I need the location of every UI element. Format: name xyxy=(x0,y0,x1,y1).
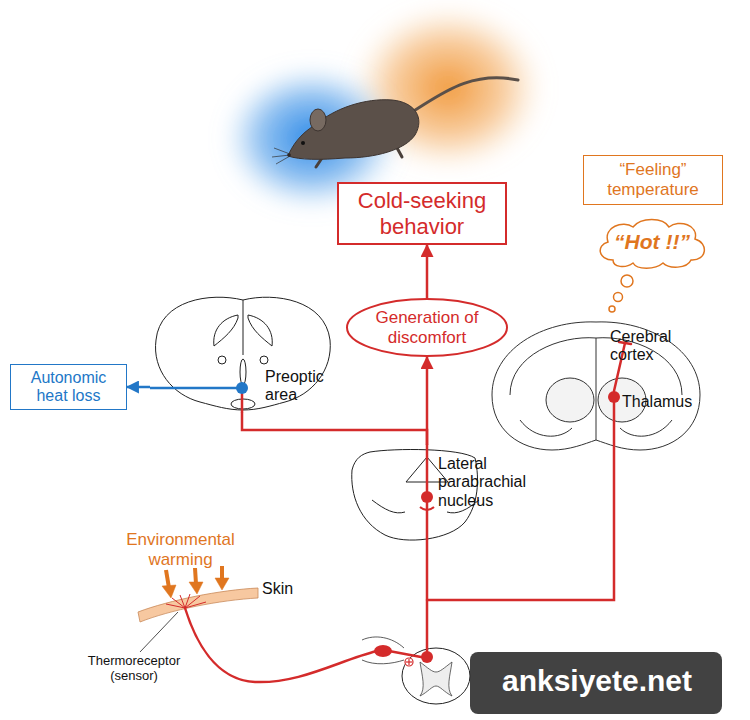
node-text: Generation of discomfort xyxy=(367,308,487,347)
region-label: Thalamus xyxy=(622,393,717,411)
brain-region: Preoptic area xyxy=(150,290,342,412)
process-ellipse: Generation of discomfort xyxy=(346,298,508,357)
region-label: Lateral parabrachial nucleus xyxy=(438,455,543,510)
part-label: Thermoreceptor (sensor) xyxy=(78,654,190,684)
perception-box: “Feeling” temperature xyxy=(583,155,723,205)
watermark: anksiyete.net xyxy=(472,664,722,699)
pathway-connector xyxy=(426,357,429,445)
brain-region: Lateral parabrachial nucleus xyxy=(345,445,545,545)
spinal-cord xyxy=(362,637,470,704)
thought-bubbles xyxy=(609,275,633,312)
node-text: Cold-seeking behavior xyxy=(341,188,503,239)
region-label: Preoptic area xyxy=(265,368,345,405)
pathway-connector xyxy=(426,245,429,298)
synapse-mark xyxy=(420,507,434,510)
annotation-label: Environmental warming xyxy=(108,530,253,569)
neural-pathways xyxy=(185,342,631,682)
region-label: Cerebral cortex xyxy=(610,328,705,365)
node-text: Autonomic heat loss xyxy=(14,369,123,406)
node-text: “Hot !!” xyxy=(614,230,690,254)
skin-illustration xyxy=(138,588,258,622)
node-text: “Feeling” temperature xyxy=(587,160,719,199)
part-label: Skin xyxy=(262,580,312,598)
watermark-box xyxy=(470,652,722,714)
pathway-connector xyxy=(242,412,427,445)
leader-line xyxy=(140,612,178,652)
mouse-illustration xyxy=(272,78,518,167)
forebrain-section xyxy=(156,297,331,410)
excitation-symbol xyxy=(405,658,413,666)
response-box: Autonomic heat loss xyxy=(10,364,127,410)
warming-arrows xyxy=(162,566,229,598)
preoptic-neuron xyxy=(236,382,248,394)
behavior-box: Cold-seeking behavior xyxy=(337,182,507,245)
thought-cloud: “Hot !!” xyxy=(593,215,711,270)
brain-region: Cerebral cortexThalamus xyxy=(490,318,725,455)
autonomic-fiber xyxy=(150,387,242,390)
neuron-dots xyxy=(374,391,620,663)
pathway-connector xyxy=(127,386,150,389)
